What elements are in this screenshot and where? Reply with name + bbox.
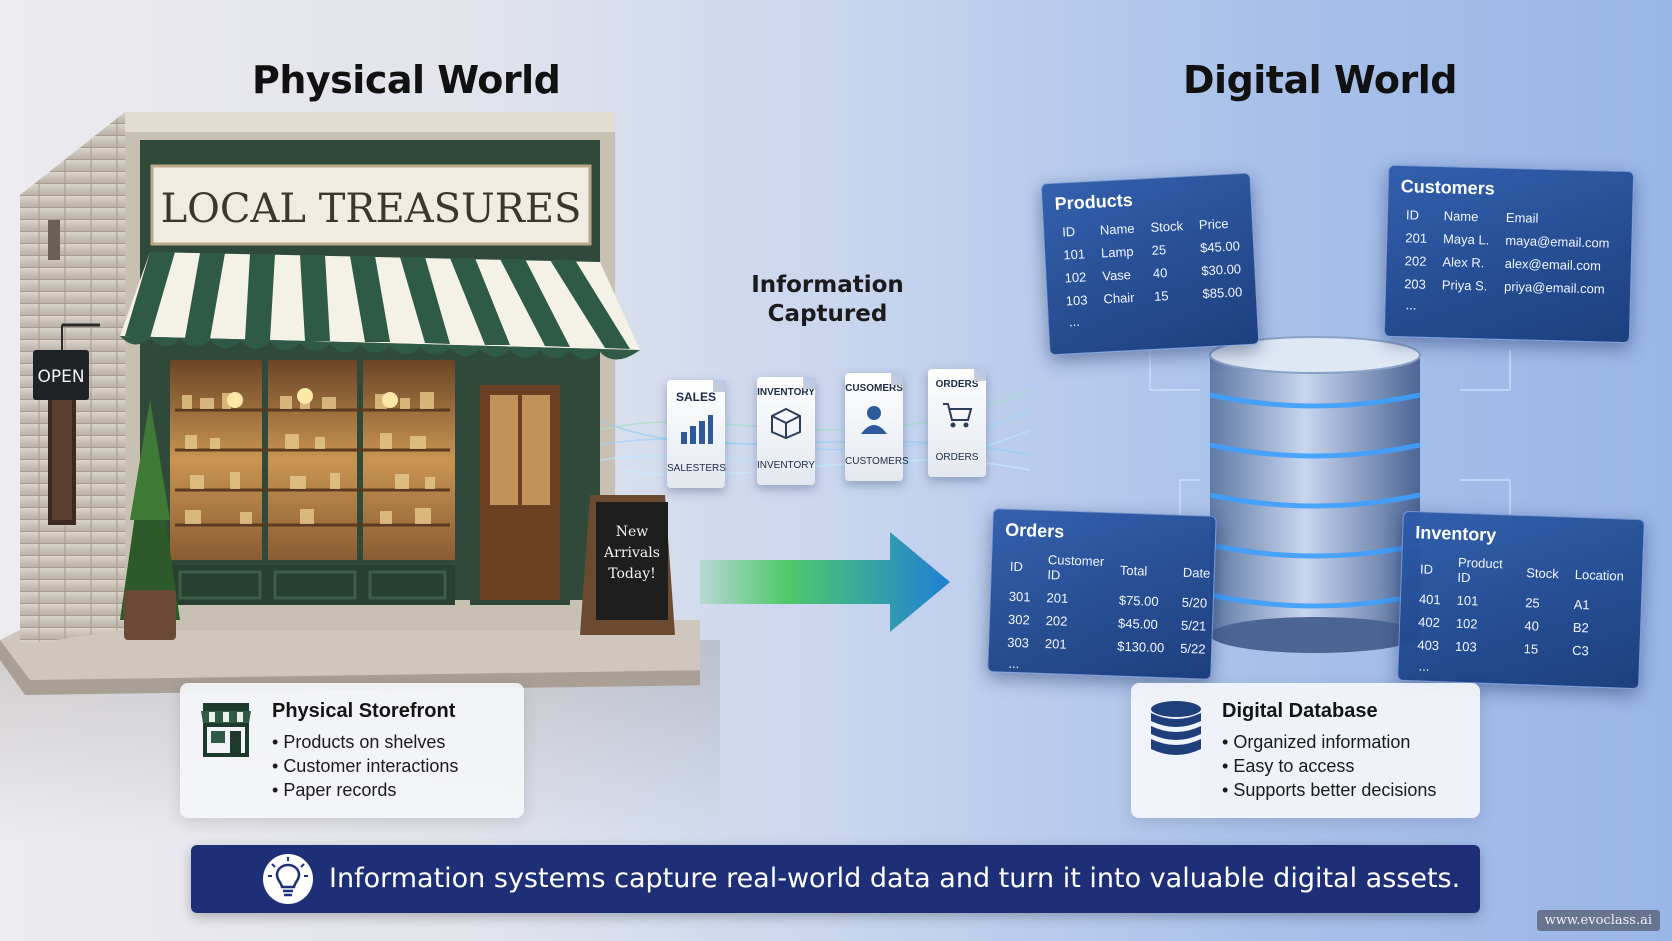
physical-box-list: Products on shelves Customer interaction… xyxy=(272,730,458,802)
orders-document: ORDERS ORDERS xyxy=(928,369,986,477)
customers-document: CUSOMERS CUSTOMERS xyxy=(845,373,909,481)
chalk-line-2: Arrivals xyxy=(603,545,660,561)
physical-world-heading: Physical World xyxy=(252,58,561,102)
list-item: Organized information xyxy=(1222,730,1436,754)
flow-title-line-1: Information xyxy=(751,272,904,298)
sales-document: SALES SALESTERS xyxy=(667,380,726,488)
inventory-document: INVENTORY INVENTORY xyxy=(757,377,815,485)
list-item: Products on shelves xyxy=(272,730,458,754)
database-connectors xyxy=(1149,350,1511,530)
digital-database-box: Digital Database Organized information E… xyxy=(1131,683,1480,818)
list-item: Easy to access xyxy=(1222,754,1436,778)
storefront-icon xyxy=(201,703,251,757)
physical-storefront-box: Physical Storefront Products on shelves … xyxy=(180,683,524,818)
store-sign-text: LOCAL TREASURES xyxy=(161,186,582,232)
banner-text: Information systems capture real-world d… xyxy=(329,863,1461,894)
box-icon xyxy=(771,407,801,440)
digital-world-heading: Digital World xyxy=(1183,58,1458,102)
summary-banner: Information systems capture real-world d… xyxy=(191,845,1480,913)
information-captured-label: Information Captured xyxy=(740,271,915,329)
database-icon xyxy=(1151,701,1201,755)
cart-icon xyxy=(943,403,973,428)
storefront-illustration: LOCAL TREASURES xyxy=(0,112,700,695)
bar-chart-icon xyxy=(681,415,713,444)
list-item: Supports better decisions xyxy=(1222,778,1436,802)
person-icon xyxy=(861,406,887,434)
doc-label-bottom: CUSTOMERS xyxy=(845,456,909,467)
transform-arrow xyxy=(700,532,950,632)
physical-box-title: Physical Storefront xyxy=(272,700,456,722)
doc-label-bottom: ORDERS xyxy=(935,452,979,463)
doc-label-bottom: INVENTORY xyxy=(757,460,815,471)
database-cylinder xyxy=(1209,336,1421,653)
doc-label-bottom: SALESTERS xyxy=(667,463,726,474)
list-item: Customer interactions xyxy=(272,754,458,778)
lightbulb-icon xyxy=(263,854,313,904)
chalk-line-1: New xyxy=(616,524,649,540)
doc-label-top: INVENTORY xyxy=(757,387,815,398)
watermark: www.evoclass.ai xyxy=(1536,910,1660,931)
flow-title-line-2: Captured xyxy=(767,301,888,327)
doc-label-top: ORDERS xyxy=(935,379,979,390)
open-sign-text: OPEN xyxy=(37,367,84,387)
doc-label-top: SALES xyxy=(675,390,716,404)
list-item: Paper records xyxy=(272,778,458,802)
digital-box-title: Digital Database xyxy=(1222,700,1378,722)
customers-table-title: Customers xyxy=(1400,176,1495,199)
doc-label-top: CUSOMERS xyxy=(845,383,903,394)
digital-box-list: Organized information Easy to access Sup… xyxy=(1222,730,1436,802)
chalk-line-3: Today! xyxy=(608,566,656,582)
chalkboard-sign: New Arrivals Today! xyxy=(580,495,675,635)
